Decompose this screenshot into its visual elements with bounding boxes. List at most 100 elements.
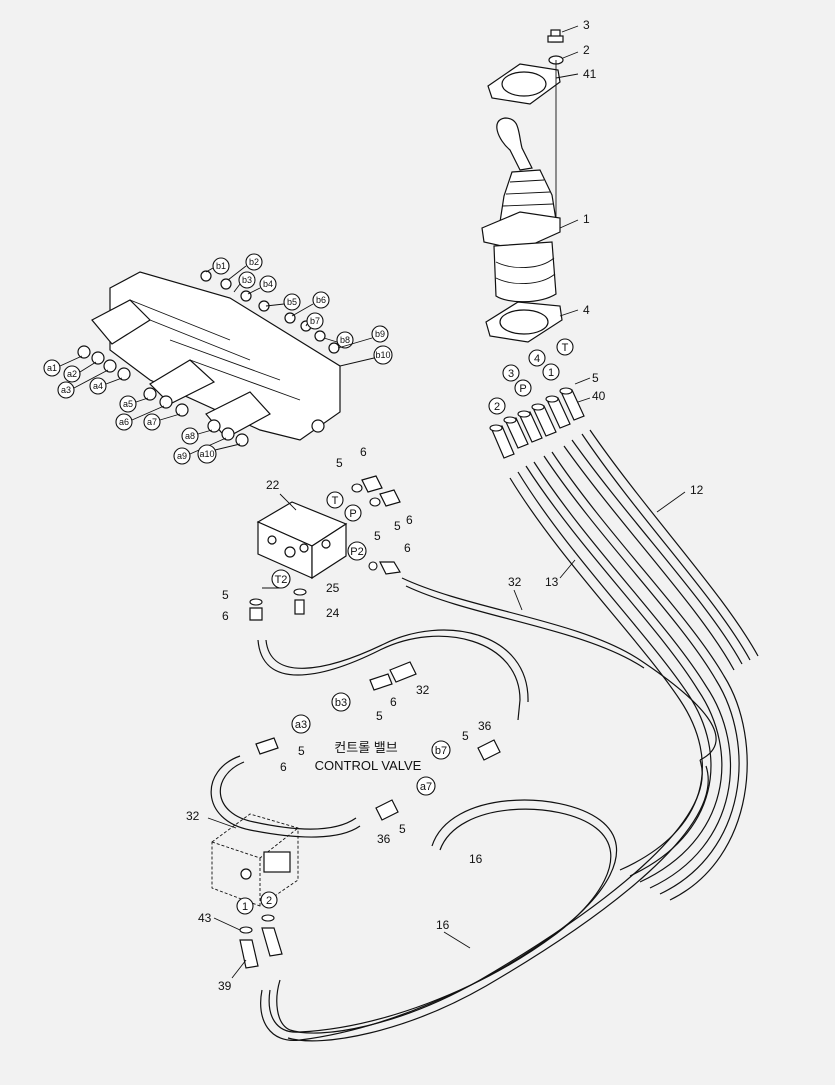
control-valve-stack <box>77 270 341 447</box>
label-part-1: 1 <box>583 212 590 226</box>
callout-a4: a4 <box>89 377 123 395</box>
callout-b6: b6 <box>291 291 330 317</box>
svg-text:a6: a6 <box>119 417 129 427</box>
cover-plate-hole <box>501 71 547 97</box>
svg-text:a3: a3 <box>295 719 307 731</box>
label-part-13: 13 <box>545 575 559 589</box>
svg-text:b7: b7 <box>310 316 320 326</box>
joystick-flange-icon <box>481 211 561 251</box>
callout-a5: a5 <box>119 395 149 413</box>
label-part-6-f: 6 <box>280 760 287 774</box>
control-valve-ghost: 32 <box>186 809 299 907</box>
port-callout-2 <box>488 397 506 415</box>
svg-text:b9: b9 <box>375 329 385 339</box>
callout-b7-hose <box>431 740 451 760</box>
joystick-body-icon <box>493 241 557 303</box>
callout-b9: b9 <box>337 325 389 349</box>
callout-a10: a10 <box>197 443 241 464</box>
label-part-4: 4 <box>583 303 590 317</box>
hose-bundle: 12 13 <box>509 429 759 901</box>
label-part-36-b: 36 <box>377 832 391 846</box>
svg-text:b10: b10 <box>375 350 390 360</box>
port-callout-3 <box>502 364 520 382</box>
label-part-5-f: 5 <box>298 744 305 758</box>
callout-b5: b5 <box>265 293 301 311</box>
port-label-3: 3 <box>508 368 514 380</box>
label-part-22: 22 <box>266 478 280 492</box>
label-part-16-b: 16 <box>436 918 450 932</box>
joystick-port-callouts: 2 3 P 4 1 T 5 40 <box>488 338 606 415</box>
svg-text:a9: a9 <box>177 451 187 461</box>
svg-text:b7: b7 <box>435 745 447 757</box>
port-label-4: 4 <box>534 353 540 365</box>
callout-a7: a7 <box>143 413 181 431</box>
bolt-head <box>547 35 564 43</box>
svg-text:b3: b3 <box>335 697 347 709</box>
label-part-16-a: 16 <box>469 852 483 866</box>
label-part-40: 40 <box>592 389 606 403</box>
svg-text:a2: a2 <box>67 369 77 379</box>
callout-a1: a1 <box>43 355 83 377</box>
label-part-25: 25 <box>326 581 340 595</box>
svg-text:1: 1 <box>242 901 248 913</box>
svg-text:b3: b3 <box>242 275 252 285</box>
label-part-5-h: 5 <box>399 822 406 836</box>
label-part-5-c: 5 <box>374 529 381 543</box>
callout-b8: b8 <box>323 331 354 349</box>
label-part-6-c: 6 <box>404 541 411 555</box>
label-part-15: 32 <box>508 575 522 589</box>
svg-text:a5: a5 <box>123 399 133 409</box>
label-part-32-a: 32 <box>416 683 430 697</box>
svg-text:a4: a4 <box>93 381 103 391</box>
label-part-2: 2 <box>583 43 590 57</box>
label-part-5-b: 5 <box>394 519 401 533</box>
label-part-6-a: 6 <box>360 445 367 459</box>
joystick-fittings <box>489 387 585 459</box>
block-port-p <box>344 504 362 522</box>
svg-text:T2: T2 <box>275 574 288 586</box>
port-label-2: 2 <box>494 401 500 413</box>
label-part-41: 41 <box>583 67 597 81</box>
label-part-24: 24 <box>326 606 340 620</box>
svg-text:b8: b8 <box>340 335 350 345</box>
callout-2-bottom <box>260 891 278 909</box>
label-part-6-e: 6 <box>390 695 397 709</box>
svg-text:a7: a7 <box>420 781 432 793</box>
label-part-5-d: 5 <box>222 588 229 602</box>
label-part-6-b: 6 <box>406 513 413 527</box>
label-part-43: 43 <box>198 911 212 925</box>
callout-a3: a3 <box>57 369 109 399</box>
svg-text:a7: a7 <box>147 417 157 427</box>
label-part-36-a: 36 <box>478 719 492 733</box>
label-part-3: 3 <box>583 18 590 32</box>
joystick-assembly: 3 2 41 1 4 <box>481 18 597 343</box>
port-label-1: 1 <box>548 367 554 379</box>
port-callout-1 <box>542 363 560 381</box>
callout-a3-hose <box>291 714 311 734</box>
svg-text:P: P <box>349 508 356 520</box>
svg-text:a3: a3 <box>61 385 71 395</box>
bottom-fittings: 1 2 43 39 <box>198 891 283 993</box>
port-callout-t <box>556 338 574 356</box>
svg-text:a10: a10 <box>199 449 214 459</box>
lower-hoses: 32 32 b3 5 6 a3 5 6 36 b7 5 a7 36 5 <box>210 575 717 1042</box>
svg-text:b2: b2 <box>249 257 259 267</box>
callout-b7: b7 <box>305 312 324 330</box>
svg-text:P2: P2 <box>350 546 363 558</box>
port-label-t: T <box>562 342 569 354</box>
callout-b10: b10 <box>339 345 393 367</box>
svg-text:a1: a1 <box>47 363 57 373</box>
label-part-39: 39 <box>218 979 232 993</box>
callout-b3-hose <box>331 692 351 712</box>
gasket-hole <box>499 309 549 335</box>
block-fittings: 5 6 5 6 5 6 5 6 25 24 <box>222 445 413 623</box>
joystick-handle-icon <box>496 117 533 171</box>
port-label-p: P <box>519 383 526 395</box>
svg-text:b1: b1 <box>216 261 226 271</box>
label-part-5-g: 5 <box>462 729 469 743</box>
callout-a6: a6 <box>115 405 165 431</box>
callout-b2: b2 <box>227 253 263 281</box>
control-valve-title-en: CONTROL VALVE <box>315 758 422 773</box>
